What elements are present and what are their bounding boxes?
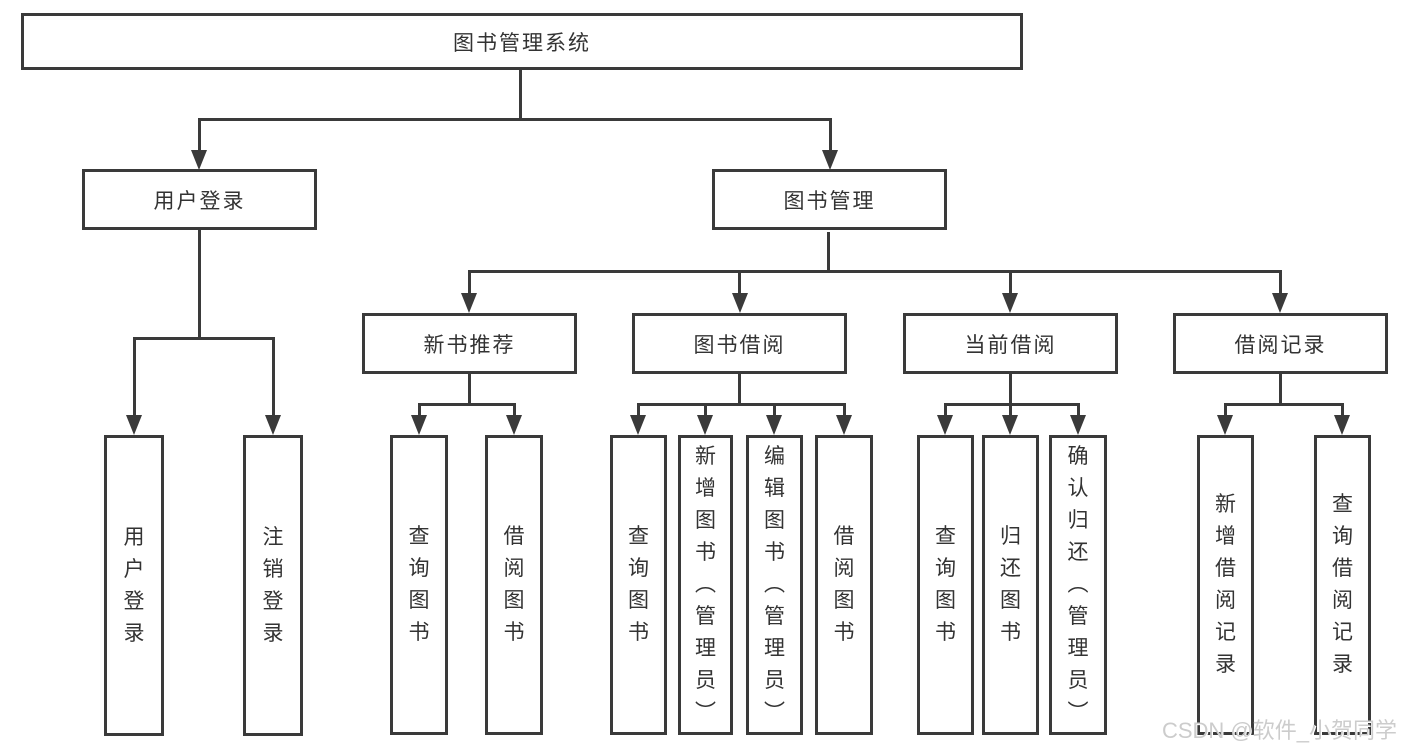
- node-query-books-leaf: 查询图书: [390, 435, 448, 735]
- node-label: 图书管理系统: [453, 31, 591, 55]
- arrow-down-icon: [1002, 415, 1018, 435]
- node-label: 用户登录: [153, 189, 246, 213]
- arrow-down-icon: [1070, 415, 1086, 435]
- node-logout-leaf: 注销登录: [243, 435, 303, 736]
- node-add-books-admin-leaf: 新增图书︵管理员︶: [678, 435, 733, 735]
- connector-stem: [468, 374, 471, 406]
- arrow-down-icon: [1217, 415, 1233, 435]
- node-label: 借阅图书: [833, 525, 855, 644]
- arrow-down-icon: [191, 150, 207, 170]
- connector-book-management-rail: [468, 270, 1281, 273]
- node-borrowing-records: 借阅记录: [1173, 313, 1388, 374]
- arrow-down-icon: [766, 415, 782, 435]
- node-book-management: 图书管理: [712, 169, 947, 230]
- connector-drop-book-management: [829, 118, 832, 155]
- node-label: 用户登录: [123, 525, 145, 645]
- arrow-down-icon: [1002, 293, 1018, 313]
- connector-drop: [513, 403, 516, 420]
- node-label: 确认归还︵管理员︶: [1067, 445, 1089, 724]
- connector-stem: [1009, 374, 1012, 406]
- connector-stem: [1279, 374, 1282, 406]
- arrow-down-icon: [126, 415, 142, 435]
- arrow-down-icon: [630, 415, 646, 435]
- node-label: 查询图书: [408, 525, 430, 644]
- connector-drop: [944, 403, 947, 420]
- connector-drop: [1341, 403, 1344, 420]
- connector-root-rail: [198, 118, 832, 121]
- node-library-management-system: 图书管理系统: [21, 13, 1023, 70]
- arrow-down-icon: [836, 415, 852, 435]
- node-label: 查询借阅记录: [1332, 493, 1353, 676]
- connector-drop: [1279, 270, 1282, 298]
- node-book-borrowing: 图书借阅: [632, 313, 847, 374]
- node-label: 新书推荐: [423, 333, 516, 357]
- node-borrow-books-leaf: 借阅图书: [815, 435, 873, 735]
- arrow-down-icon: [265, 415, 281, 435]
- connector-drop: [133, 337, 136, 420]
- connector-drop-user-login: [198, 118, 201, 155]
- connector-drop: [637, 403, 640, 420]
- node-query-borrow-record-leaf: 查询借阅记录: [1314, 435, 1371, 735]
- node-edit-books-admin-leaf: 编辑图书︵管理员︶: [746, 435, 803, 735]
- connector-drop: [468, 270, 471, 298]
- arrow-down-icon: [937, 415, 953, 435]
- arrow-down-icon: [697, 415, 713, 435]
- node-label: 新增借阅记录: [1215, 493, 1236, 676]
- connector-drop: [1224, 403, 1227, 420]
- node-label: 编辑图书︵管理员︶: [764, 445, 785, 724]
- connector-rail: [418, 403, 515, 406]
- arrow-down-icon: [461, 293, 477, 313]
- node-label: 查询图书: [628, 525, 649, 644]
- connector-drop: [1009, 403, 1012, 420]
- connector-drop: [704, 403, 707, 420]
- node-label: 当前借阅: [964, 333, 1057, 357]
- node-label: 查询图书: [935, 525, 956, 644]
- node-return-books-leaf: 归还图书: [982, 435, 1039, 735]
- node-new-book-recommend: 新书推荐: [362, 313, 577, 374]
- connector-rail: [1224, 403, 1343, 406]
- node-borrow-books-leaf: 借阅图书: [485, 435, 543, 735]
- node-label: 归还图书: [1000, 525, 1021, 644]
- node-label: 注销登录: [262, 525, 284, 645]
- node-current-borrowing: 当前借阅: [903, 313, 1118, 374]
- connector-rail: [637, 403, 845, 406]
- connector-user-login-stem: [198, 230, 201, 340]
- node-label: 借阅记录: [1234, 333, 1327, 357]
- node-query-books-leaf: 查询图书: [610, 435, 667, 735]
- connector-root-stem: [519, 70, 522, 120]
- node-user-login: 用户登录: [82, 169, 317, 230]
- connector-user-login-rail: [133, 337, 275, 340]
- node-label: 图书借阅: [693, 333, 786, 357]
- csdn-watermark: CSDN @软件_小贺同学: [1161, 718, 1397, 743]
- arrow-down-icon: [506, 415, 522, 435]
- connector-book-management-stem: [827, 232, 830, 272]
- node-label: 图书管理: [783, 189, 876, 213]
- connector-stem: [738, 374, 741, 406]
- node-user-login-leaf: 用户登录: [104, 435, 164, 736]
- node-label: 借阅图书: [503, 525, 525, 644]
- connector-drop: [773, 403, 776, 420]
- arrow-down-icon: [822, 150, 838, 170]
- connector-drop: [738, 270, 741, 298]
- connector-drop: [1077, 403, 1080, 420]
- node-label: 新增图书︵管理员︶: [695, 445, 716, 724]
- arrow-down-icon: [1272, 293, 1288, 313]
- connector-drop: [418, 403, 421, 420]
- node-add-borrow-record-leaf: 新增借阅记录: [1197, 435, 1254, 735]
- arrow-down-icon: [1334, 415, 1350, 435]
- node-query-books-leaf: 查询图书: [917, 435, 974, 735]
- connector-drop: [1009, 270, 1012, 298]
- node-confirm-return-admin-leaf: 确认归还︵管理员︶: [1049, 435, 1107, 735]
- arrow-down-icon: [411, 415, 427, 435]
- arrow-down-icon: [732, 293, 748, 313]
- connector-drop: [272, 337, 275, 420]
- connector-drop: [843, 403, 846, 420]
